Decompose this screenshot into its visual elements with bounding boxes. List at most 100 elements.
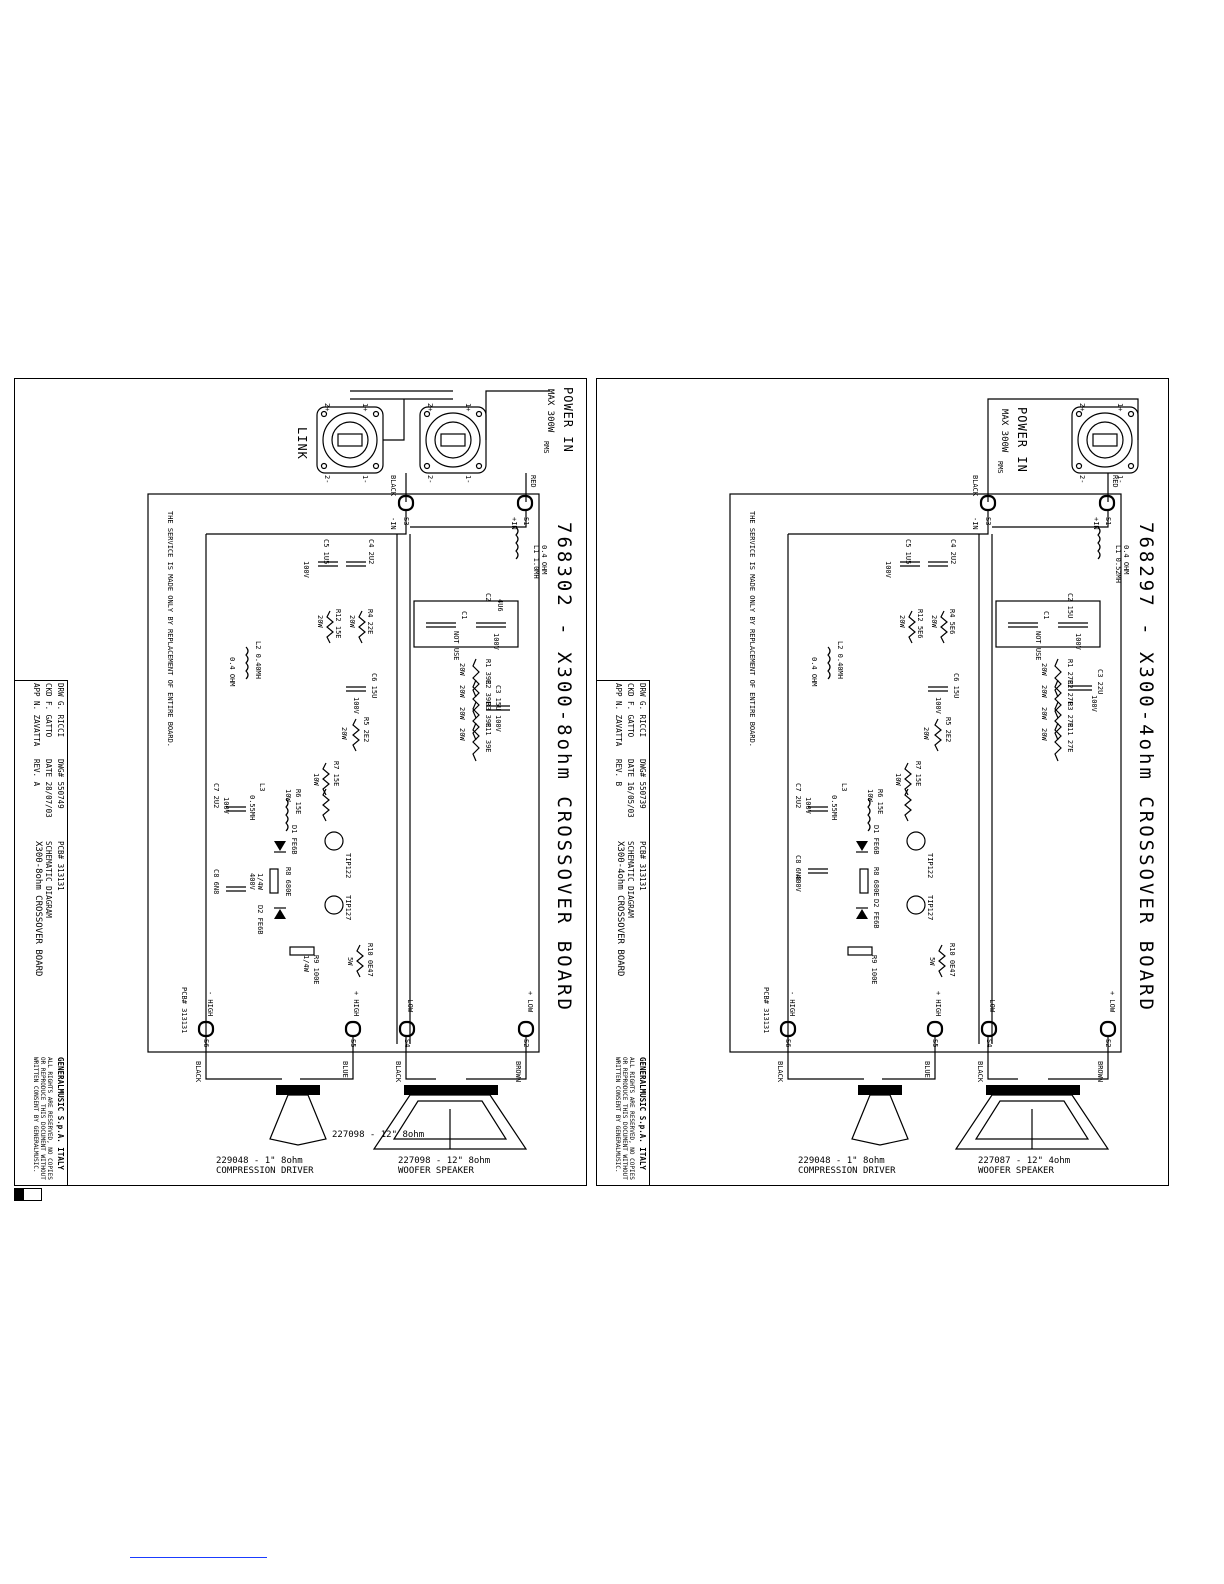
resistor-r7: R7 15E 10W	[312, 761, 340, 796]
svg-text:R6 15E: R6 15E	[876, 789, 884, 814]
svg-text:+ LOW: + LOW	[1108, 991, 1116, 1013]
svg-text:100V: 100V	[302, 561, 310, 579]
svg-text:R11 27E: R11 27E	[1066, 723, 1074, 753]
wire-brown	[466, 1036, 527, 1080]
svg-text:0.55MH: 0.55MH	[830, 795, 838, 820]
resistor-r4: R4 5E6 20W	[930, 609, 956, 644]
svg-text:0.4 OHM: 0.4 OHM	[810, 657, 818, 687]
terminal-s4	[398, 1020, 416, 1038]
svg-text:BLACK: BLACK	[394, 1061, 402, 1083]
svg-text:S4: S4	[985, 1039, 993, 1047]
svg-text:C3 15U: C3 15U	[494, 685, 502, 710]
resistor-r7: R7 15E 10W	[894, 761, 922, 796]
svg-text:R12 5E6: R12 5E6	[916, 609, 924, 639]
resistor-r5: R5 2E2 20W	[340, 717, 370, 752]
svg-text:0.55MH: 0.55MH	[248, 795, 256, 820]
svg-text:20W: 20W	[1040, 728, 1048, 741]
capacitor-c5: C5 1U5 100V	[884, 539, 920, 579]
power-in-label: POWER IN	[1015, 407, 1029, 473]
svg-text:C4 2U2: C4 2U2	[367, 539, 375, 564]
woofer-speaker-icon	[954, 1085, 1110, 1150]
svg-text:C7 2U2: C7 2U2	[794, 783, 802, 808]
woofer-caption-8ohm: 227098 - 12" 8ohm WOOFER SPEAKER	[398, 1156, 491, 1176]
svg-text:R7 15E: R7 15E	[914, 761, 922, 786]
svg-text:C6 15U: C6 15U	[370, 673, 378, 698]
svg-text:L3: L3	[840, 783, 848, 791]
inductor-l1: L1 0.52MH 0.4 OHM	[1097, 526, 1130, 583]
resistor-r6: R6 15E 10W	[284, 788, 330, 822]
board-title: 768302 - X300-8ohm CROSSOVER BOARD	[553, 522, 575, 1013]
svg-text:R3 39E: R3 39E	[484, 702, 492, 727]
svg-text:C2: C2	[484, 593, 492, 601]
inductor-l2: L2 0.40MH 0.4 OHM	[810, 641, 844, 687]
svg-text:+IN: +IN	[1092, 517, 1100, 530]
terminal-s5	[926, 1020, 944, 1038]
svg-text:R1 39E: R1 39E	[484, 659, 492, 684]
svg-text:C8 6N8: C8 6N8	[212, 869, 220, 894]
diode-d2: D2 FE6B	[256, 905, 286, 935]
svg-text:RED: RED	[1111, 475, 1119, 488]
svg-text:R10 0E47: R10 0E47	[948, 943, 956, 977]
svg-text:BROWN: BROWN	[514, 1061, 522, 1082]
diode-d1: D1 FE6B	[856, 825, 880, 855]
transistor-tip122: TIP122	[324, 831, 352, 878]
capacitor-c3: C3 15U 100V	[486, 685, 510, 733]
resistor-r8: R8 680E	[859, 867, 880, 897]
resistor-r10: R10 0E47 5W	[346, 943, 374, 978]
svg-text:D1 FE6B: D1 FE6B	[872, 825, 880, 855]
link-label: LINK	[295, 427, 309, 460]
svg-text:C1: C1	[460, 611, 468, 619]
svg-text:BLUE: BLUE	[341, 1061, 349, 1078]
terminal-s5	[344, 1020, 362, 1038]
capacitor-c1: C1 NOT USE	[426, 611, 468, 661]
svg-text:R8 680E: R8 680E	[872, 867, 880, 897]
wire-blue	[882, 1036, 936, 1080]
svg-text:2-: 2-	[323, 475, 331, 483]
transistor-tip127: TIP127	[906, 895, 934, 920]
resistor-bank-woofer: R1 27E R2 27E R3 27E R11 27E 20W 20W 20W…	[1040, 658, 1074, 762]
svg-text:100V: 100V	[494, 715, 502, 733]
svg-text:20W: 20W	[930, 615, 938, 628]
svg-text:100V: 100V	[1074, 633, 1082, 651]
svg-text:D1 FE6B: D1 FE6B	[290, 825, 298, 855]
resistor-r6: R6 15E 10W	[866, 788, 912, 822]
hyperlink-underline[interactable]	[130, 1557, 267, 1558]
svg-text:L2 0.40MH: L2 0.40MH	[254, 641, 262, 679]
svg-text:BLACK: BLACK	[776, 1061, 784, 1083]
svg-text:0.4 OHM: 0.4 OHM	[1122, 545, 1130, 575]
transistor-tip122: TIP122	[906, 831, 934, 878]
driver-caption-8ohm: 229048 - 1" 8ohm COMPRESSION DRIVER	[216, 1156, 314, 1176]
rail-positive	[992, 510, 1109, 528]
svg-text:10W: 10W	[866, 789, 874, 802]
terminal-s4	[980, 1020, 998, 1038]
capacitor-c6: C6 15U 100V	[346, 673, 378, 715]
capacitor-c5: C5 1U5 100V	[302, 539, 338, 579]
resistor-r9: R9 100E 1/4W	[289, 946, 320, 985]
svg-text:R1 27E: R1 27E	[1066, 659, 1074, 684]
svg-text:NOT USE: NOT USE	[1034, 631, 1042, 661]
svg-text:2+: 2+	[1078, 403, 1086, 411]
svg-text:20W: 20W	[348, 615, 356, 628]
sheet-corner-mark	[14, 1188, 42, 1201]
capacitor-c1: C1 NOT USE	[1008, 611, 1050, 661]
max-power-label: MAX 300W	[999, 409, 1009, 453]
svg-text:20W: 20W	[458, 663, 466, 676]
svg-text:C7 2U2: C7 2U2	[212, 783, 220, 808]
capacitor-c4: C4 2U2	[346, 539, 375, 567]
svg-text:C4 2U2: C4 2U2	[949, 539, 957, 564]
inductor-l3: L3 0.55MH	[830, 783, 871, 832]
woofer-speaker-icon	[372, 1085, 528, 1150]
speakon-connector-in: 1+ 1- 2+ 2-	[419, 403, 487, 483]
speakon-connector-link: 1+ 1- 2+ 2-	[316, 403, 384, 483]
schematic-sheet-4ohm: 768297 - X300-4ohm CROSSOVER BOARD POWER…	[596, 378, 1169, 1186]
service-note: THE SERVICE IS MADE ONLY BY REPLACEMENT …	[748, 511, 756, 747]
diode-d2: D2 FE6B	[856, 899, 880, 929]
svg-text:C5 1U5: C5 1U5	[904, 539, 912, 564]
svg-text:20W: 20W	[922, 727, 930, 740]
svg-text:1+: 1+	[361, 403, 369, 411]
title-block-8ohm: DRW G. RICCI CKD F. GATTO APP N. ZAVATTA…	[14, 680, 68, 1186]
terminal-s1	[516, 494, 534, 512]
svg-text:R2 27E: R2 27E	[1066, 680, 1074, 705]
svg-text:- LOW: - LOW	[406, 991, 414, 1013]
terminal-s2	[517, 1020, 535, 1038]
